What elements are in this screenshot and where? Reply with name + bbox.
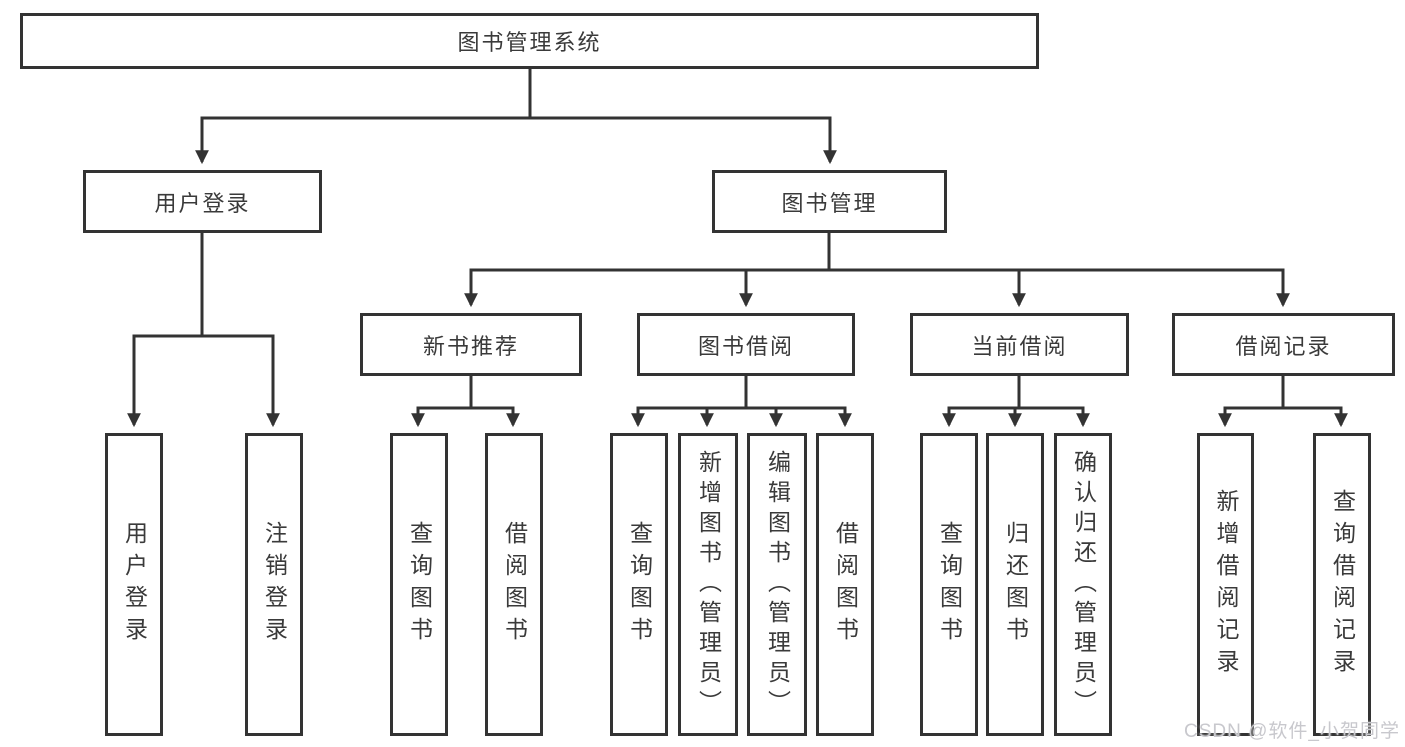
node-label: 新增图书（管理员） <box>695 449 722 720</box>
leaf-query-books-borrow: 查询图书 <box>610 433 668 736</box>
node-book-management: 图书管理 <box>712 170 947 233</box>
node-user-login: 用户登录 <box>83 170 322 233</box>
node-label: 用户登录 <box>121 520 148 649</box>
leaf-logout: 注销登录 <box>245 433 303 736</box>
node-label: 新增借阅记录 <box>1213 488 1239 681</box>
wire-root-to-level2 <box>195 69 837 165</box>
leaf-add-borrow-record: 新增借阅记录 <box>1197 433 1254 736</box>
leaf-borrow-books: 借阅图书 <box>816 433 874 736</box>
node-label: 注销登录 <box>261 520 288 649</box>
node-label: 新书推荐 <box>422 333 519 359</box>
leaf-query-books-current: 查询图书 <box>920 433 978 736</box>
node-label: 用户登录 <box>154 190 251 216</box>
wire-user-login-to-leaves <box>127 233 280 428</box>
csdn-watermark: CSDN @软件_小贺同学 <box>1184 721 1400 742</box>
wire-book-borrow-to-leaves <box>631 376 852 428</box>
leaf-user-login: 用户登录 <box>105 433 163 736</box>
node-label: 查询图书 <box>406 520 433 649</box>
node-borrow-records: 借阅记录 <box>1172 313 1395 376</box>
node-label: 借阅图书 <box>501 520 528 649</box>
node-label: 图书管理 <box>781 190 878 216</box>
node-label: 借阅图书 <box>832 520 859 649</box>
leaf-query-borrow-record: 查询借阅记录 <box>1313 433 1371 736</box>
node-label: 查询借阅记录 <box>1329 488 1356 681</box>
node-book-borrow: 图书借阅 <box>637 313 855 376</box>
node-label: 查询图书 <box>936 520 963 649</box>
node-root-system: 图书管理系统 <box>20 13 1039 69</box>
node-label: 编辑图书（管理员） <box>764 449 791 720</box>
node-label: 查询图书 <box>626 520 653 649</box>
leaf-query-books-recommend: 查询图书 <box>390 433 448 736</box>
leaf-edit-books-admin: 编辑图书（管理员） <box>747 433 807 736</box>
node-label: 图书管理系统 <box>457 30 602 55</box>
leaf-borrow-books-recommend: 借阅图书 <box>485 433 543 736</box>
leaf-add-books-admin: 新增图书（管理员） <box>678 433 738 736</box>
wire-current-borrow-to-leaves <box>942 376 1090 428</box>
node-label: 确认归还（管理员） <box>1070 449 1097 720</box>
wire-borrow-records-to-leaves <box>1218 376 1348 428</box>
node-current-borrow: 当前借阅 <box>910 313 1129 376</box>
node-label: 图书借阅 <box>697 333 794 359</box>
node-new-book-recommend: 新书推荐 <box>360 313 582 376</box>
node-label: 归还图书 <box>1002 520 1029 649</box>
leaf-return-books: 归还图书 <box>986 433 1044 736</box>
node-label: 借阅记录 <box>1235 333 1332 359</box>
wire-new-book-to-leaves <box>411 376 520 428</box>
leaf-confirm-return-admin: 确认归还（管理员） <box>1054 433 1112 736</box>
node-label: 当前借阅 <box>971 333 1068 359</box>
wire-book-management-to-level3 <box>464 233 1290 308</box>
